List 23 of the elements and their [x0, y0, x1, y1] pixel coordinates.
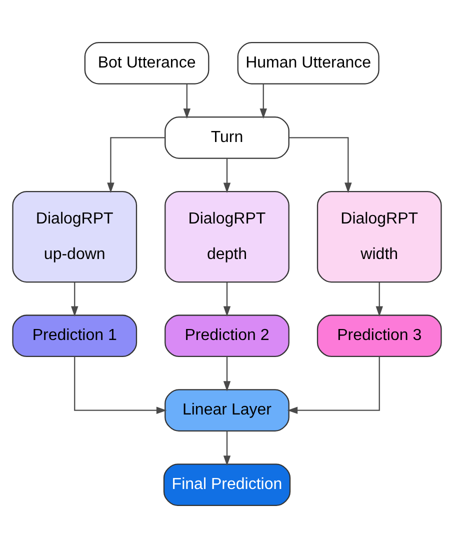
arrow: [71, 282, 78, 317]
node-box: Linear Layer: [164, 389, 290, 432]
arrow: [223, 158, 231, 194]
node-box: DialogRPT up-down: [12, 190, 138, 283]
arrow: [107, 137, 166, 193]
arrow: [223, 431, 231, 466]
arrow: [183, 84, 191, 119]
arrow: [376, 282, 383, 317]
node-box: Bot Utterance: [84, 42, 210, 84]
node-box: Prediction 1: [12, 314, 138, 358]
arrow: [74, 356, 167, 414]
node-box: DialogRPT width: [316, 190, 442, 283]
node-box: Human Utterance: [237, 42, 380, 84]
node-box: Prediction 3: [316, 314, 442, 358]
node-box: Prediction 2: [164, 314, 290, 358]
arrow: [289, 137, 352, 193]
node-box: Final Prediction: [163, 464, 291, 506]
arrow: [223, 282, 231, 317]
node-box: Turn: [164, 116, 290, 159]
node-box: DialogRPT depth: [164, 190, 290, 283]
arrow: [223, 356, 231, 392]
arrow: [287, 356, 380, 414]
arrow: [260, 84, 267, 119]
